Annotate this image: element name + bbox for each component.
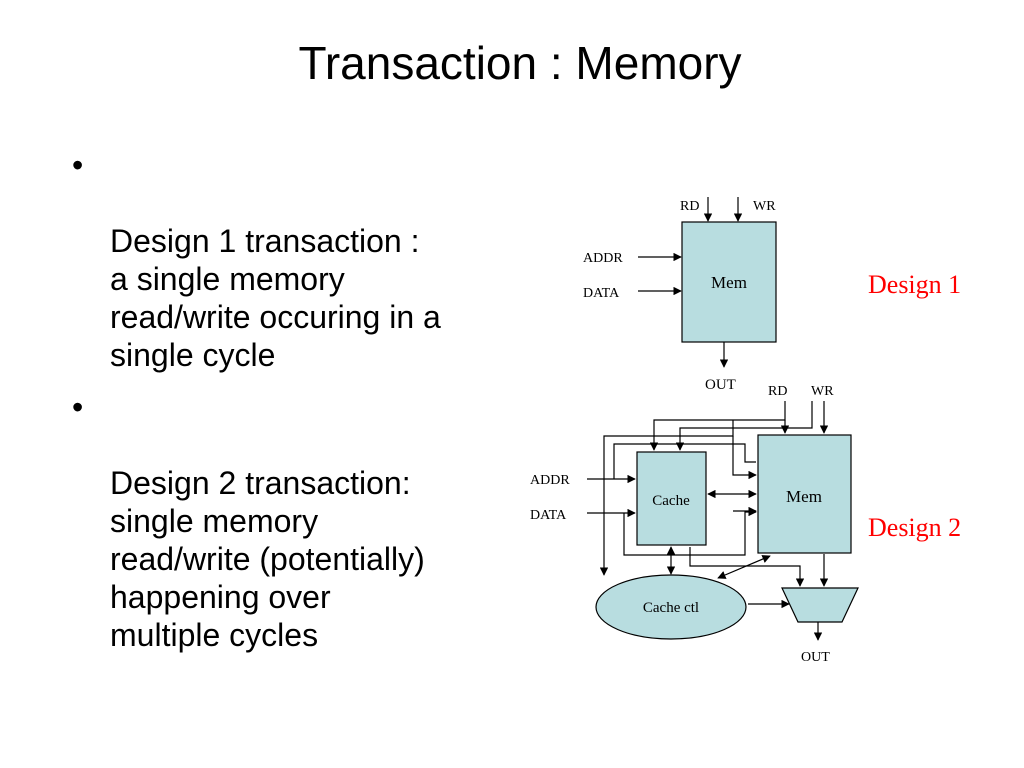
design2-control-to-ctl-wire bbox=[599, 420, 734, 576]
design2-cache-block bbox=[636, 451, 707, 546]
design2-out-label: OUT bbox=[801, 650, 830, 665]
design2-control-to-mem-wire bbox=[732, 436, 757, 480]
design2-addr-bypass-wire bbox=[613, 443, 756, 479]
design2-cache-to-mux-wire bbox=[689, 547, 805, 587]
design2-addr-label: ADDR bbox=[530, 473, 570, 488]
bullet-list: • Design 1 transaction : a single memory… bbox=[72, 146, 542, 668]
design1-diagram: Mem RD WR ADDR DATA OUT Design 1 bbox=[583, 197, 961, 393]
design2-rd-label: RD bbox=[768, 384, 787, 399]
bullet-item-design2: • Design 2 transaction: single memory re… bbox=[72, 388, 542, 654]
design2-wr-to-cache-wire bbox=[675, 401, 813, 451]
design2-ctl-mem-link bbox=[717, 555, 771, 579]
bullet-text: Design 2 transaction: single memory read… bbox=[110, 465, 425, 653]
design2-mem-label: Mem bbox=[786, 487, 822, 506]
design1-out-label: OUT bbox=[705, 377, 736, 393]
design1-addr-label: ADDR bbox=[583, 251, 623, 266]
design2-cache-label: Cache bbox=[652, 493, 690, 509]
bullet-text: Design 1 transaction : a single memory r… bbox=[110, 223, 441, 373]
design2-caption: Design 2 bbox=[868, 513, 961, 542]
design2-cache-ctl-label: Cache ctl bbox=[643, 600, 699, 616]
design2-cache-ctl-block bbox=[595, 574, 747, 640]
bullet-item-design1: • Design 1 transaction : a single memory… bbox=[72, 146, 542, 374]
bullet-glyph: • bbox=[72, 389, 84, 425]
bullet-glyph: • bbox=[72, 147, 84, 183]
design2-rd-to-cache-wire bbox=[649, 401, 786, 451]
design1-mem-block bbox=[681, 221, 777, 343]
design1-caption: Design 1 bbox=[868, 270, 961, 299]
design2-output-mux bbox=[781, 587, 859, 623]
design2-mem-block bbox=[757, 434, 852, 554]
design1-wr-label: WR bbox=[753, 199, 776, 214]
design1-mem-label: Mem bbox=[711, 273, 747, 292]
design2-data-label: DATA bbox=[530, 508, 567, 523]
design1-data-label: DATA bbox=[583, 286, 620, 301]
design1-rd-label: RD bbox=[680, 199, 699, 214]
design2-diagram: RD WR Cache Mem ADDR DATA bbox=[530, 384, 961, 665]
slide-title: Transaction : Memory bbox=[298, 37, 742, 89]
design2-wr-label: WR bbox=[811, 384, 834, 399]
